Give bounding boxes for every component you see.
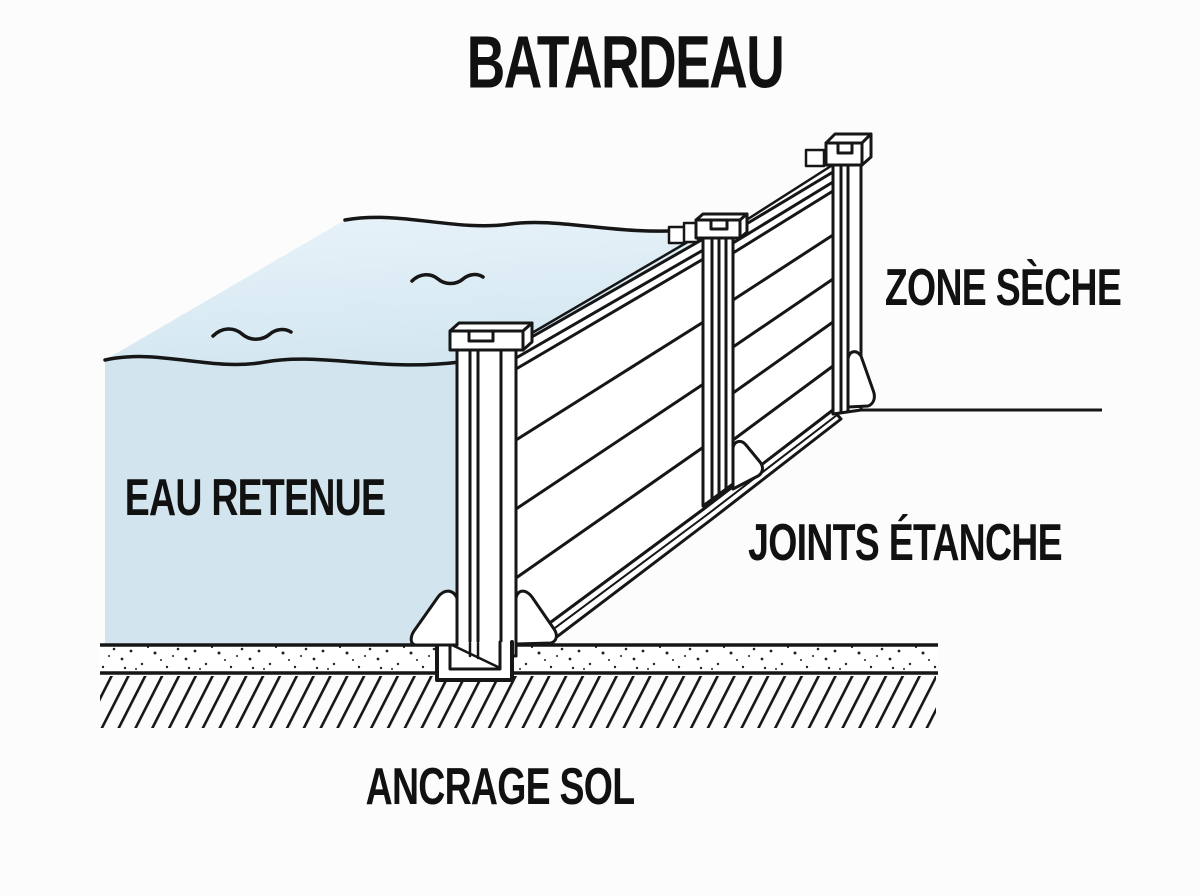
- label-ground-anchor-text: ANCRAGE SOL: [365, 758, 635, 816]
- front-bay-panel: [514, 231, 707, 650]
- label-ground-anchor: ANCRAGE SOL: [313, 757, 686, 817]
- diagram-title-text: BATARDEAU: [466, 20, 785, 104]
- label-watertight-joints: JOINTS ÉTANCHE: [687, 513, 1123, 573]
- retained-water: [103, 215, 705, 646]
- middle-post-wedge: [731, 439, 764, 491]
- ground-hatch-band: [100, 676, 936, 728]
- wedge-brackets: [409, 350, 876, 647]
- label-dry-zone: ZONE SÈCHE: [839, 258, 1167, 318]
- diagram-title: BATARDEAU: [405, 20, 845, 105]
- wave-squiggle: [410, 272, 485, 286]
- ground-speckle-texture: [100, 645, 938, 673]
- label-retained-water-text: EAU RETENUE: [124, 469, 386, 527]
- label-watertight-joints-text: JOINTS ÉTANCHE: [748, 514, 1062, 572]
- water-surface: [105, 217, 705, 365]
- ground: [100, 408, 1102, 728]
- label-retained-water: EAU RETENUE: [74, 468, 436, 528]
- anchor-channel: [435, 640, 514, 682]
- label-dry-zone-text: ZONE SÈCHE: [884, 259, 1122, 317]
- back-waterline: [343, 215, 694, 233]
- front-waterline: [103, 354, 462, 367]
- front-right-wedge: [514, 589, 558, 646]
- wave-squiggle: [211, 327, 293, 341]
- front-left-wedge: [409, 589, 459, 647]
- right-post-wedge: [846, 350, 876, 409]
- front-post: [448, 321, 534, 658]
- water-front-face: [105, 356, 460, 646]
- middle-post: [667, 212, 749, 508]
